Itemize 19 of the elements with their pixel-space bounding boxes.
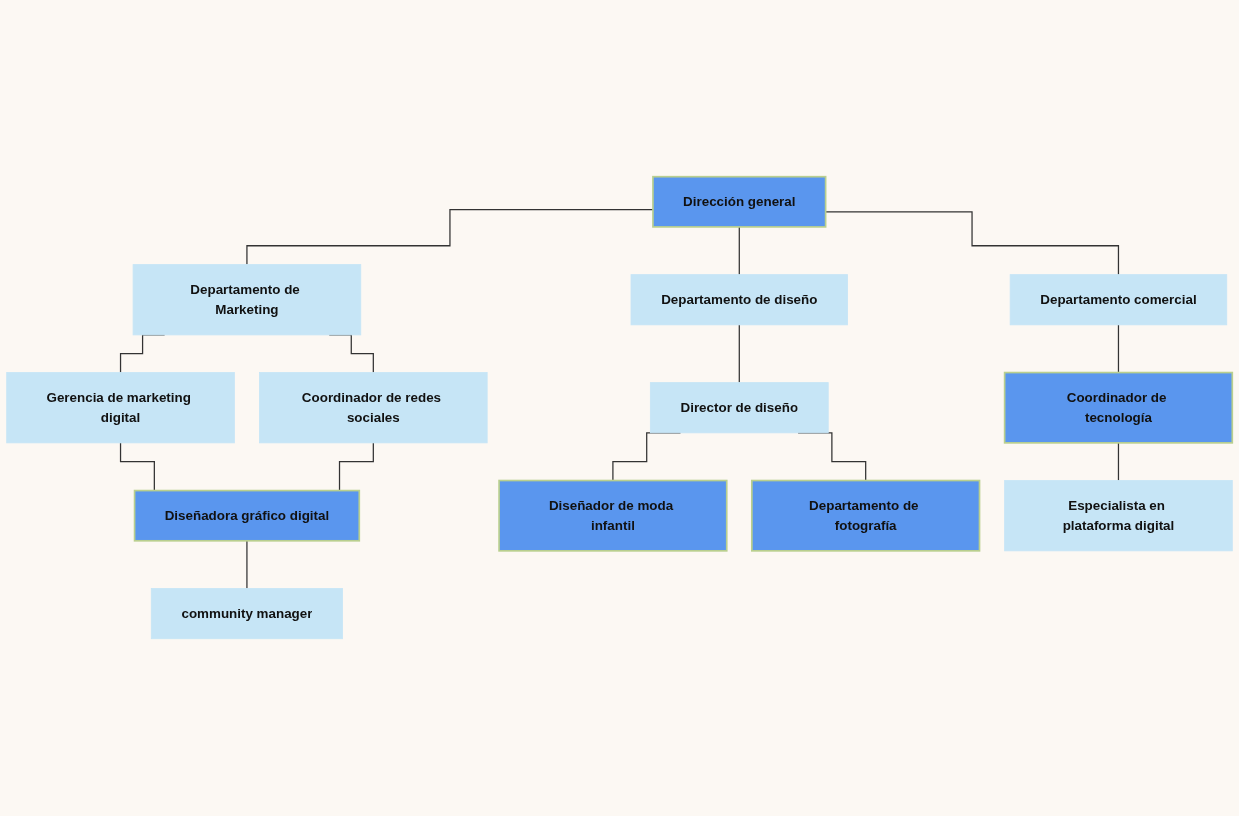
node-box: Departamento comercial bbox=[1009, 274, 1228, 326]
connector bbox=[825, 211, 1120, 276]
node-box: Coordinador de tecnología bbox=[1003, 372, 1234, 444]
node-box: Especialista en plataforma digital bbox=[1004, 480, 1233, 552]
connector bbox=[738, 324, 740, 384]
node-box: community manager bbox=[150, 588, 343, 640]
connector bbox=[246, 540, 248, 590]
node-box: Diseñador de moda infantil bbox=[498, 479, 728, 552]
node-box: Diseñadora gráfico digital bbox=[133, 490, 361, 542]
connector bbox=[1117, 324, 1120, 374]
node-box: Coordinador de redes sociales bbox=[259, 372, 488, 444]
node-box: Departamento de diseño bbox=[630, 274, 848, 326]
node-box: Gerencia de marketing digital bbox=[6, 372, 235, 444]
connector bbox=[738, 226, 740, 276]
node-box: Director de diseño bbox=[649, 382, 829, 434]
node-box: Dirección general bbox=[652, 176, 827, 229]
node-box: Departamento de Marketing bbox=[132, 264, 362, 336]
node-box: Departamento de fotografía bbox=[751, 479, 981, 552]
connector bbox=[1117, 442, 1120, 482]
